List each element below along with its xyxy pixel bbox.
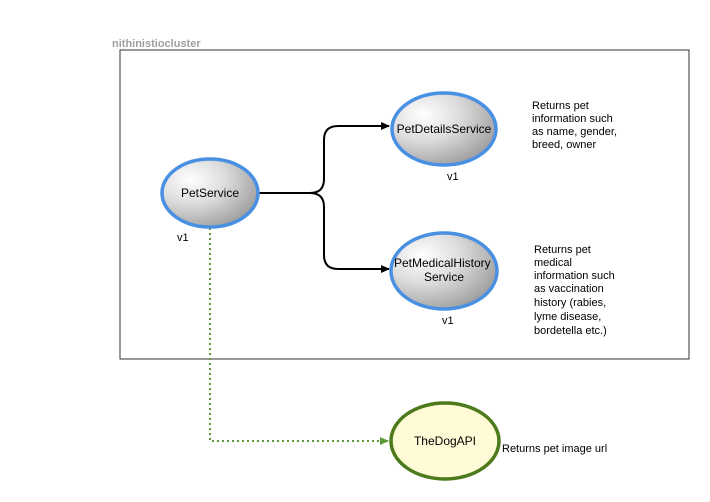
pet-medical-desc-line: history (rabies,	[534, 297, 606, 309]
the-dog-api-ellipse	[389, 401, 501, 481]
edge-petservice-to-petdetailsservice	[258, 122, 390, 194]
pet-details-service-description: Returns pet information such as name, ge…	[532, 100, 620, 151]
pet-medical-history-service-version: v1	[442, 315, 454, 327]
pet-details-service-ellipse	[390, 91, 498, 167]
edge-petservice-to-thedogapi	[209, 228, 389, 445]
node-pet-service[interactable]: PetService	[160, 157, 260, 229]
pet-details-service-version: v1	[447, 171, 459, 183]
pet-medical-label-line: PetMedicalHistory	[394, 256, 491, 270]
cluster-boundary	[119, 49, 690, 360]
pet-service-ellipse	[160, 157, 260, 229]
pet-medical-desc-line: bordetella etc.)	[534, 325, 607, 337]
node-pet-medical-history-service[interactable]: PetMedicalHistory Service	[389, 231, 499, 311]
pet-medical-label-line: Service	[424, 270, 464, 284]
node-pet-details-service[interactable]: PetDetailsService	[390, 91, 498, 167]
pet-medical-history-service-description: Returns pet medical information such as …	[534, 244, 618, 337]
pet-details-desc-line: breed, owner	[532, 139, 597, 151]
pet-medical-desc-line: Returns pet	[534, 244, 591, 256]
cluster-label: nithinistiocluster	[112, 38, 201, 50]
pet-medical-desc-line: medical	[534, 257, 572, 269]
pet-service-version: v1	[177, 232, 189, 244]
node-the-dog-api[interactable]: TheDogAPI	[389, 401, 501, 481]
the-dog-api-label: TheDogAPI	[414, 434, 476, 448]
pet-medical-desc-line: lyme disease,	[534, 311, 601, 323]
the-dog-api-description: Returns pet image url	[502, 443, 607, 455]
pet-details-desc-line: Returns pet	[532, 100, 589, 112]
pet-details-desc-line: information such	[532, 113, 613, 125]
pet-service-label: PetService	[181, 186, 239, 200]
edge-petservice-to-petmedicalhistoryservice	[258, 192, 390, 273]
pet-medical-history-service-ellipse	[389, 231, 499, 311]
pet-details-desc-line: as name, gender,	[532, 126, 617, 138]
pet-medical-history-service-label: PetMedicalHistory Service	[394, 256, 494, 284]
pet-medical-desc-line: information such	[534, 270, 615, 282]
pet-medical-desc-line: as vaccination	[534, 283, 604, 295]
pet-details-service-label: PetDetailsService	[397, 122, 492, 136]
